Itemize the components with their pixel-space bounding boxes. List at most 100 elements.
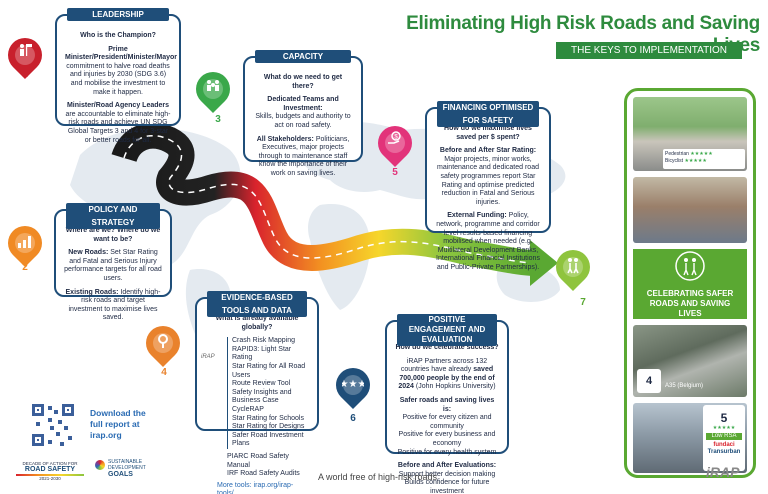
tools-item: Star Rating for Designs bbox=[232, 423, 305, 431]
leadership-p1-bold: Prime Minister/President/Minister/Mayor bbox=[65, 45, 178, 62]
svg-text:★★★: ★★★ bbox=[342, 379, 364, 390]
road-graphic bbox=[111, 122, 558, 286]
decade-line3: 2021-2030 bbox=[39, 476, 61, 481]
tools-card: EVIDENCE-BASED TOOLS AND DATA What is al… bbox=[195, 291, 319, 494]
leadership-card: LEADERSHIP Who is the Champion? Prime Mi… bbox=[55, 8, 181, 144]
financing-p2: Policy, network, programme and corridor … bbox=[436, 212, 540, 271]
tools-item: CycleRAP bbox=[232, 405, 264, 413]
pin-4-number: 4 bbox=[161, 367, 167, 378]
tools-item: Crash Risk Mapping bbox=[232, 337, 296, 345]
sdg-globe-icon bbox=[95, 460, 105, 470]
leadership-p1: commitment to halve road deaths and inju… bbox=[66, 62, 170, 96]
street-photo: Pedestrian ★★★★★ Bicyclist ★★★★★ bbox=[633, 97, 747, 171]
svg-text:$: $ bbox=[394, 135, 398, 141]
pin-7-number: 7 bbox=[580, 297, 586, 308]
tools-extra-item: PIARC Road Safety Manual bbox=[227, 452, 289, 469]
footer-tagline: A world free of high-risk roads bbox=[318, 472, 438, 482]
road-arrow-head bbox=[530, 240, 558, 286]
policy-question: Where are we? Where do we want to be? bbox=[65, 227, 161, 243]
financing-card: FINANCING OPTIMISED FOR SAFETY How do we… bbox=[425, 101, 551, 271]
decade-line1: DECADE OF ACTION FOR bbox=[22, 461, 78, 466]
five-star-card: 5 ★★★★★ Low RSA fundaci Transurban bbox=[703, 405, 745, 471]
tools-extra-item: IRF Road Safety Audits bbox=[227, 470, 300, 478]
financing-title: FINANCING OPTIMISED FOR SAFETY bbox=[437, 101, 539, 127]
bicyclist-stars-icon: ★★★★★ bbox=[684, 158, 707, 164]
pedestrians-icon bbox=[567, 258, 579, 274]
tools-irap-label: iRAP bbox=[201, 354, 215, 360]
tools-title: EVIDENCE-BASED TOOLS AND DATA bbox=[207, 291, 307, 317]
irap-logo: iRAP bbox=[706, 464, 740, 480]
money-hand-icon: $ bbox=[388, 131, 401, 144]
five-stars-icon: ★★★★★ bbox=[712, 425, 736, 431]
policy-title: POLICY AND STRATEGY bbox=[66, 203, 160, 229]
a35-label: A35 (Belgium) bbox=[665, 383, 704, 389]
sdg-line3: GOALS bbox=[108, 471, 133, 478]
engagement-p1-b: (John Hopkins University) bbox=[413, 383, 496, 391]
pedestrian-label: Pedestrian bbox=[665, 151, 689, 157]
policy-p2-bold: Existing Roads: bbox=[65, 288, 119, 296]
capacity-p2: Politicians, Executives, major projects … bbox=[258, 135, 350, 177]
financing-p1-bold: Before and After Star Rating: bbox=[439, 147, 537, 155]
engagement-p2-bold: Safer roads and saving lives is: bbox=[399, 396, 495, 413]
bar-chart-icon bbox=[18, 236, 31, 248]
leadership-p2: are accountable to eliminate high-risk r… bbox=[65, 110, 171, 144]
engagement-p1-a: iRAP Partners across 132 countries have … bbox=[400, 357, 488, 374]
low-risk-label: Low RSA bbox=[706, 433, 742, 440]
capacity-p1-bold: Dedicated Teams and Investment: bbox=[267, 96, 339, 112]
tools-item: RAPID3: Light Star Rating bbox=[232, 345, 292, 362]
transurban-logo: Transurban bbox=[707, 449, 741, 455]
celebrate-panel: Pedestrian ★★★★★ Bicyclist ★★★★★ CELEBRA… bbox=[624, 88, 756, 478]
engagement-p1-bold: saved 700,000 people by the end of 2024 bbox=[398, 366, 495, 391]
star-badge: 4 bbox=[637, 369, 661, 393]
location-tools-icon bbox=[158, 334, 168, 348]
pedestrian-stars-icon: ★★★★★ bbox=[690, 151, 713, 157]
bicyclist-label: Bicyclist bbox=[665, 158, 684, 164]
engagement-p2-line: Positive for every health system bbox=[397, 448, 497, 456]
engagement-card: POSITIVE ENGAGEMENT AND EVALUATION How d… bbox=[385, 314, 509, 494]
tools-item: Star Rating for Schools bbox=[232, 414, 304, 422]
tools-more-link[interactable]: More tools: irap.org/irap-tools/ bbox=[217, 481, 294, 494]
decade-line2: ROAD SAFETY bbox=[24, 466, 76, 473]
shopfront-photo bbox=[633, 177, 747, 243]
person-flag-icon bbox=[20, 44, 32, 56]
policy-p1: Set Star Rating and Fatal and Serious In… bbox=[64, 249, 162, 282]
leadership-title: LEADERSHIP bbox=[67, 8, 169, 21]
engagement-question: How do we celebrate success? bbox=[395, 344, 499, 351]
financing-p2-bold: External Funding: bbox=[447, 212, 507, 220]
fundaci-logo: fundaci bbox=[713, 442, 735, 448]
five-badge: 5 bbox=[720, 411, 728, 425]
engagement-p2-line: Positive for every business and economy bbox=[398, 431, 496, 447]
sdg-line1: SUSTAINABLE bbox=[108, 459, 143, 465]
tools-item: Safety Insights and Business Case bbox=[232, 388, 292, 405]
page-subtitle: THE KEYS TO IMPLEMENTATION SUCCESS bbox=[556, 42, 742, 73]
city-road-photo: 5 ★★★★★ Low RSA fundaci Transurban bbox=[633, 403, 747, 473]
policy-card: POLICY AND STRATEGY Where are we? Where … bbox=[54, 203, 172, 321]
stars-icon: ★★★ bbox=[342, 379, 364, 390]
engagement-p2-line: Positive for every citizen and community bbox=[402, 414, 492, 430]
celebrate-banner: CELEBRATING SAFER ROADS AND SAVING LIVES bbox=[633, 249, 747, 319]
qr-code[interactable] bbox=[30, 402, 76, 448]
tools-question: What is already available globally? bbox=[215, 315, 299, 331]
capacity-question: What do we need to get there? bbox=[263, 74, 343, 90]
engagement-p3-bold: Before and After Evaluations: bbox=[397, 462, 497, 470]
leadership-p2-bold: Minister/Road Agency Leaders bbox=[66, 102, 170, 110]
financing-question: How do we maximise lives saved per $ spe… bbox=[444, 125, 532, 141]
pin-2-number: 2 bbox=[22, 262, 28, 273]
pin-3-number: 3 bbox=[215, 114, 221, 125]
engagement-p3-line: Builds confidence for future investment bbox=[404, 479, 490, 494]
decade-stripe bbox=[16, 474, 84, 476]
highway-photo: 4 A35 (Belgium) bbox=[633, 325, 747, 397]
leadership-question: Who is the Champion? bbox=[80, 32, 156, 39]
engagement-title: POSITIVE ENGAGEMENT AND EVALUATION bbox=[397, 314, 497, 346]
tools-list: Crash Risk Mapping RAPID3: Light Star Ra… bbox=[227, 337, 309, 449]
engagement-p3-line: Support better decision making bbox=[398, 470, 496, 478]
decade-logo: DECADE OF ACTION FOR ROAD SAFETY 2021-20… bbox=[16, 461, 84, 481]
rating-strip: Pedestrian ★★★★★ Bicyclist ★★★★★ bbox=[663, 149, 745, 169]
celebrate-pedestrians-icon bbox=[675, 251, 705, 281]
team-icon bbox=[207, 80, 219, 91]
policy-p2: Identify high-risk roads and target inve… bbox=[68, 288, 161, 322]
pin-1-number: 1 bbox=[22, 69, 28, 80]
sdg-logo: SUSTAINABLE DEVELOPMENT GOALS bbox=[95, 459, 146, 479]
pin-5-number: 5 bbox=[392, 167, 398, 178]
download-link[interactable]: Download the full report at irap.org bbox=[90, 408, 146, 440]
